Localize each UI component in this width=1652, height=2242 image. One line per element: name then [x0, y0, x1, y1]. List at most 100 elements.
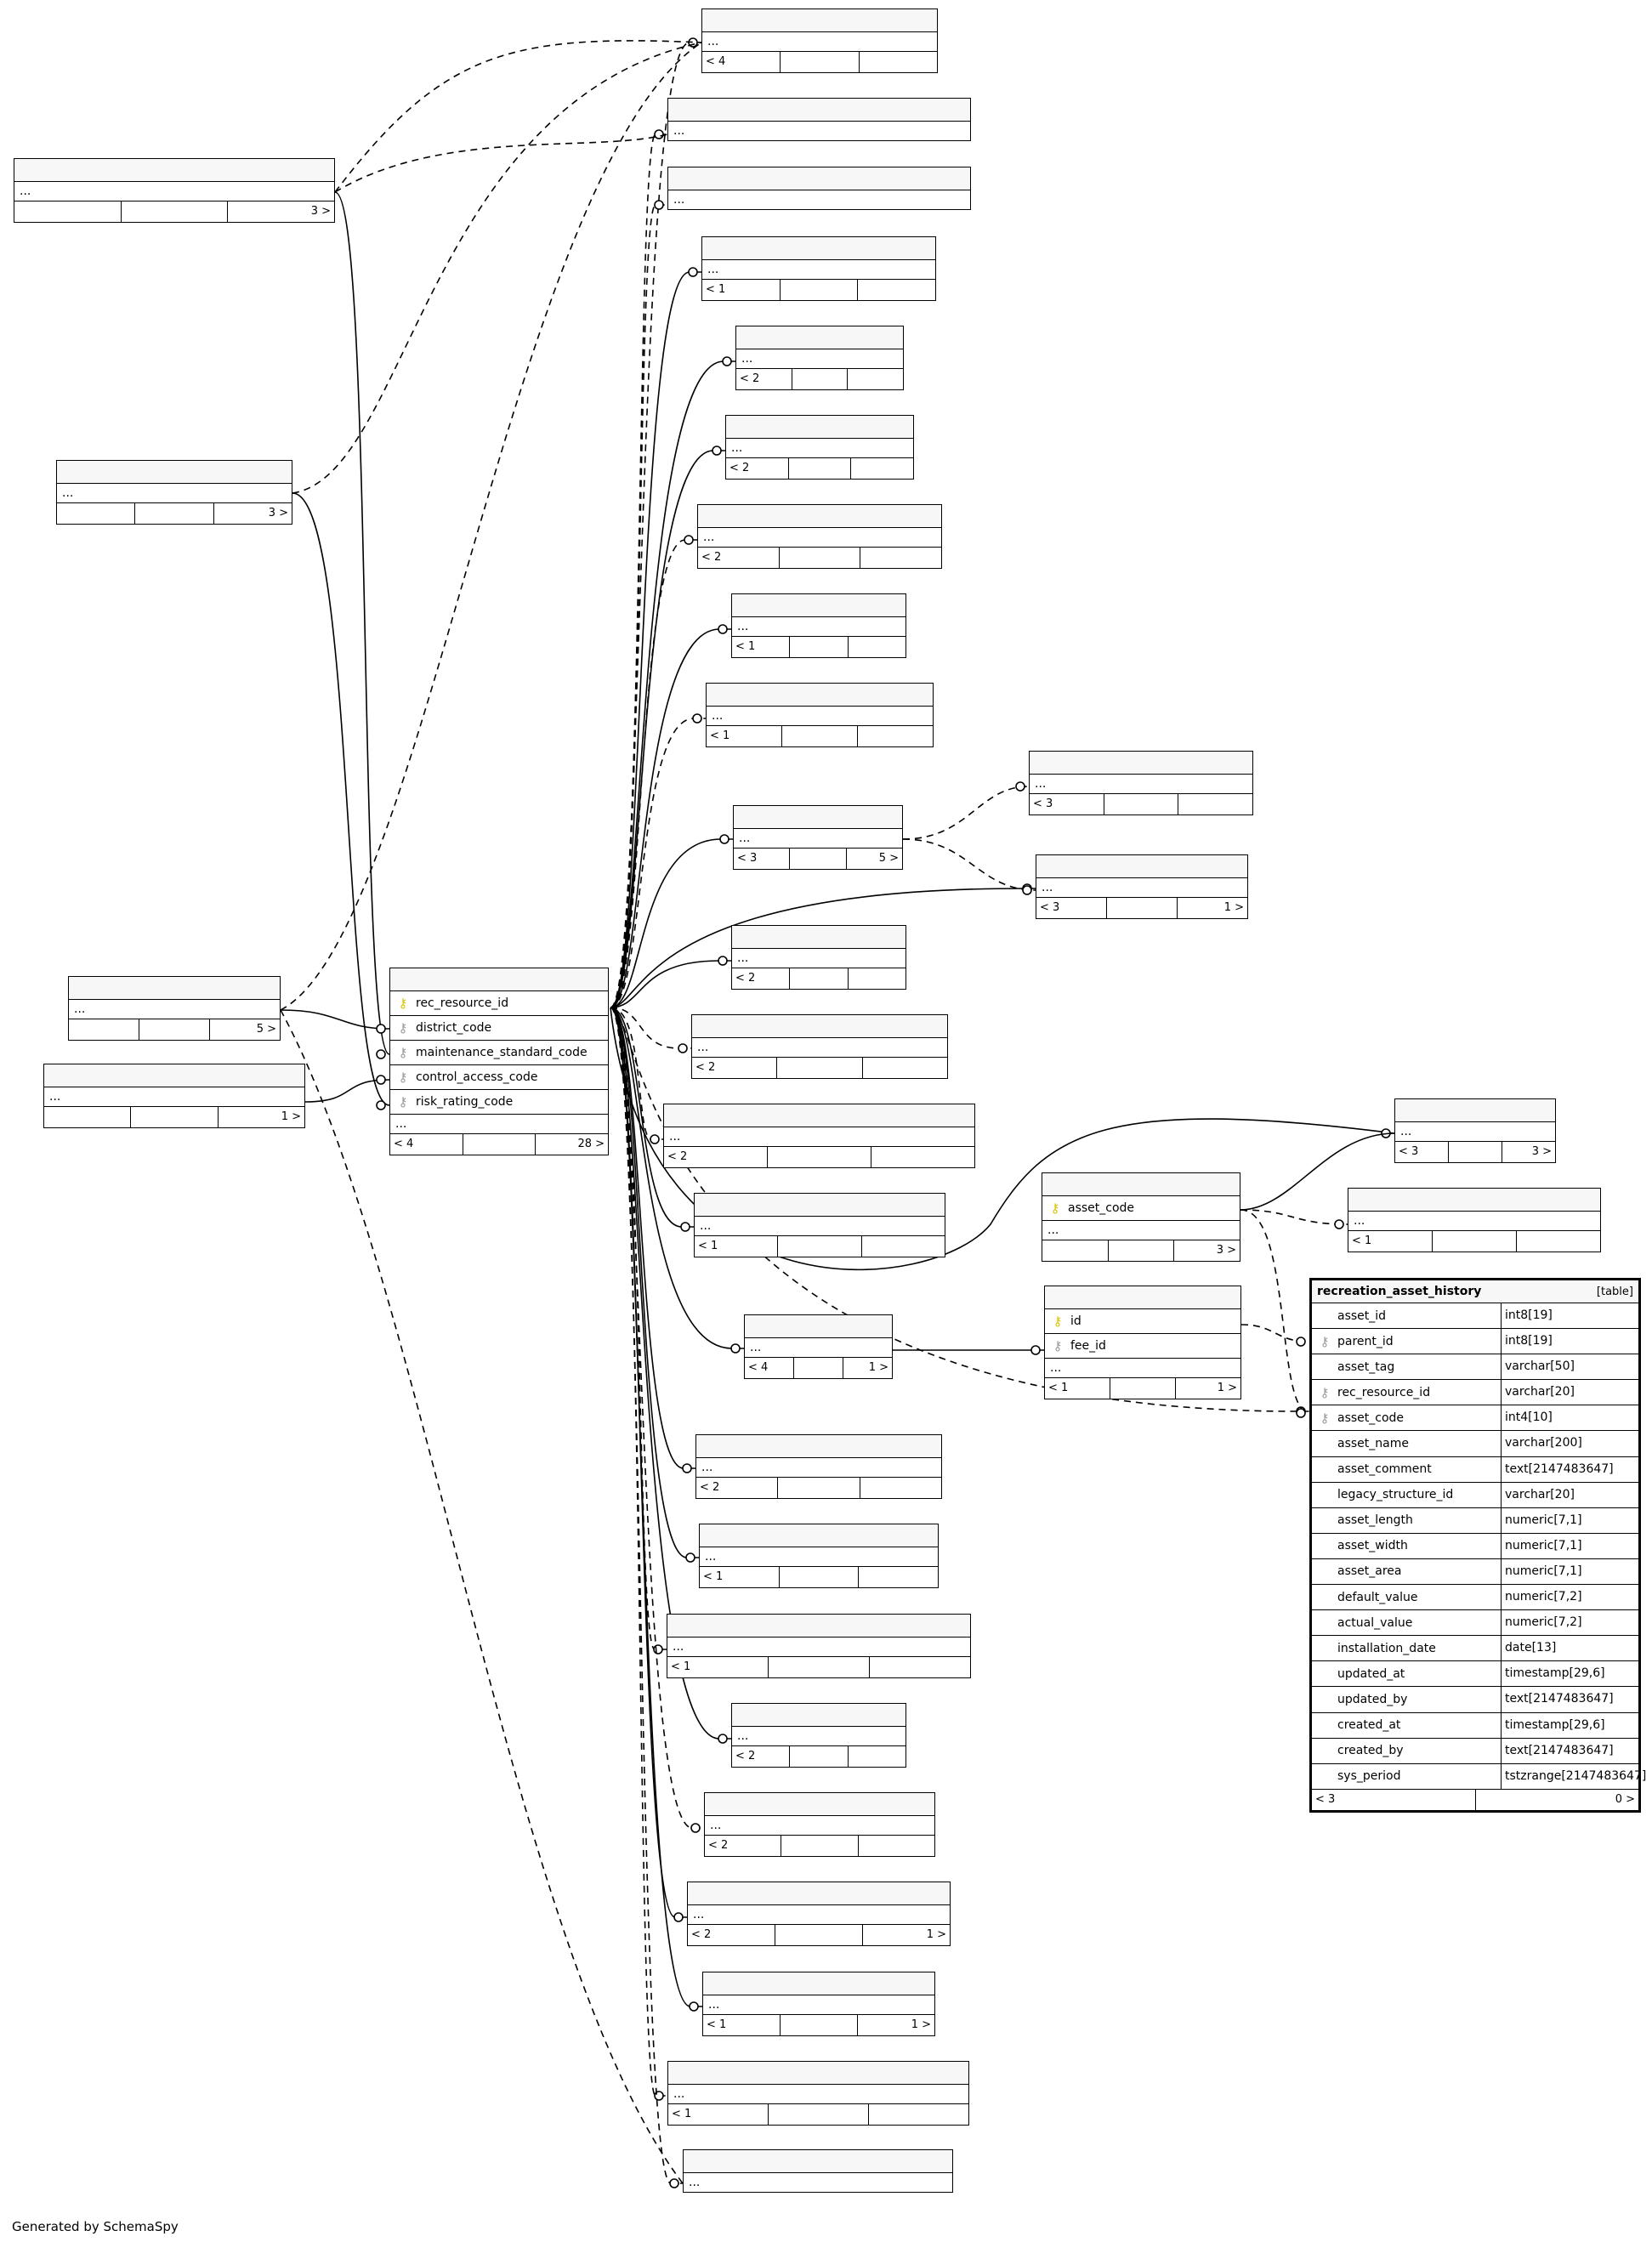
column-row[interactable]: ⚷asset_code: [1042, 1196, 1240, 1221]
children-count[interactable]: 3 >: [268, 507, 288, 519]
table-header[interactable]: [734, 806, 902, 829]
parents-count[interactable]: < 2: [664, 1147, 768, 1167]
parents-count[interactable]: < 2: [726, 458, 789, 479]
collapsed-columns-row[interactable]: ...: [696, 1458, 941, 1478]
table-name[interactable]: recreation_asset_history: [1317, 1285, 1482, 1298]
children-count[interactable]: 1 >: [926, 1928, 946, 1941]
collapsed-columns-row[interactable]: ...: [44, 1087, 304, 1107]
children-count[interactable]: 1 >: [281, 1110, 301, 1123]
children-count[interactable]: 3 >: [1216, 1244, 1237, 1257]
table-recreation-establishment-order-docs[interactable]: ...< 1: [667, 1614, 971, 1678]
table-header[interactable]: [703, 1972, 934, 1995]
parents-count[interactable]: < 2: [688, 1925, 775, 1945]
parents-count[interactable]: < 1: [695, 1236, 779, 1257]
table-recreation-feature[interactable]: ...< 2: [731, 1703, 906, 1768]
collapsed-columns-row[interactable]: ...: [732, 617, 905, 637]
collapsed-columns-row[interactable]: ...: [734, 829, 902, 849]
collapsed-columns-row[interactable]: ...: [14, 182, 334, 201]
parents-count[interactable]: < 3: [1030, 794, 1104, 814]
collapsed-columns-row[interactable]: ...: [700, 1547, 938, 1567]
table-recreation-risk-rating-code[interactable]: ...3 >: [56, 460, 292, 525]
table-act-advisories-flat[interactable]: ...< 1: [731, 593, 906, 658]
table-header[interactable]: [692, 1015, 947, 1038]
children-count[interactable]: 28 >: [577, 1138, 605, 1150]
table-recreation-status[interactable]: ...< 2: [735, 326, 904, 390]
collapsed-columns-row[interactable]: ...: [732, 949, 905, 968]
parents-count[interactable]: < 4: [702, 52, 781, 72]
parents-count[interactable]: < 1: [702, 280, 781, 300]
table-header[interactable]: [736, 326, 903, 349]
parents-count[interactable]: < 1: [707, 726, 782, 746]
column-row[interactable]: ⚷district_code: [390, 1016, 608, 1041]
collapsed-columns-row[interactable]: ...: [745, 1338, 892, 1358]
parents-count[interactable]: < 2: [698, 548, 780, 568]
table-header[interactable]: [732, 1704, 905, 1727]
table-header[interactable]: [745, 1315, 892, 1338]
table-header[interactable]: [1036, 855, 1247, 878]
table-header[interactable]: [1030, 752, 1252, 775]
table-recreation-resource-type-view-public[interactable]: ...: [667, 167, 971, 210]
table-recreation-driving-direction[interactable]: ...< 1: [699, 1524, 939, 1588]
table-recreation-activity[interactable]: ...< 2: [731, 925, 906, 990]
collapsed-columns-row[interactable]: ...: [692, 1038, 947, 1058]
parents-count[interactable]: < 3: [1395, 1142, 1449, 1162]
collapsed-columns-row[interactable]: ...: [705, 1816, 934, 1836]
parents-count[interactable]: < 2: [736, 369, 792, 389]
table-header[interactable]: [707, 684, 933, 707]
table-header[interactable]: [732, 926, 905, 949]
column-row[interactable]: ⚷fee_id: [1045, 1334, 1240, 1359]
table-recreation-defined-campsite[interactable]: ...< 2: [695, 1434, 942, 1499]
table-recreation-resource[interactable]: ⚷rec_resource_id⚷district_code⚷maintenan…: [389, 968, 609, 1155]
table-header[interactable]: [698, 505, 941, 528]
table-header[interactable]: [668, 99, 970, 122]
table-header[interactable]: [702, 237, 935, 260]
table-header[interactable]: [732, 594, 905, 617]
table-recreation-resource-reservation-info[interactable]: ...< 1: [667, 2061, 969, 2126]
children-count[interactable]: 1 >: [868, 1361, 888, 1374]
parents-count[interactable]: < 2: [696, 1478, 779, 1498]
table-act-advisories-flat-history[interactable]: ...< 1: [706, 683, 934, 747]
table-recreation-access-history[interactable]: ...< 3: [1029, 751, 1253, 815]
table-header[interactable]: [44, 1064, 304, 1087]
collapsed-columns-row[interactable]: ...: [668, 190, 970, 209]
table-recreation-agreement-holder[interactable]: ...< 1: [694, 1193, 945, 1257]
table-header[interactable]: [668, 2062, 968, 2085]
table-header[interactable]: [1348, 1189, 1600, 1212]
table-header[interactable]: [57, 461, 292, 484]
collapsed-columns-row[interactable]: ...: [1045, 1359, 1240, 1378]
collapsed-columns-row[interactable]: ...: [726, 439, 913, 458]
parents-count[interactable]: < 2: [732, 1746, 791, 1767]
children-count[interactable]: 1 >: [911, 2018, 931, 2031]
collapsed-columns-row[interactable]: ...: [668, 122, 970, 140]
table-header[interactable]: [668, 167, 970, 190]
collapsed-columns-row[interactable]: ...: [1042, 1221, 1240, 1240]
table-header[interactable]: [667, 1615, 970, 1638]
table-header[interactable]: [696, 1435, 941, 1458]
collapsed-columns-row[interactable]: ...: [1030, 775, 1252, 794]
collapsed-columns-row[interactable]: ...: [1395, 1122, 1555, 1142]
parents-count[interactable]: < 1: [732, 637, 791, 657]
collapsed-columns-row[interactable]: ...: [702, 32, 937, 52]
collapsed-columns-row[interactable]: ...: [732, 1727, 905, 1746]
parents-count[interactable]: < 3: [734, 849, 791, 869]
collapsed-columns-row[interactable]: ...: [695, 1217, 945, 1236]
table-header[interactable]: [688, 1882, 950, 1905]
table-recreation-site-description[interactable]: ...< 1: [701, 236, 936, 301]
